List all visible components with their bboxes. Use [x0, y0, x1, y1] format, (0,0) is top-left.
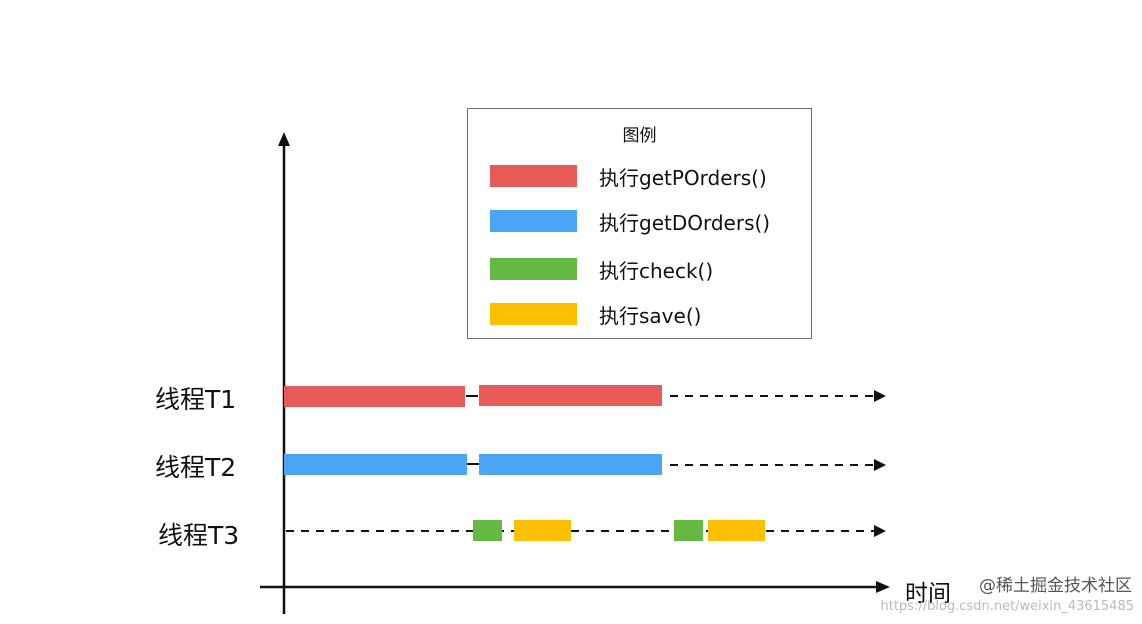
t1-arrowhead — [874, 390, 886, 402]
t2-get-dorders-segment-2 — [479, 454, 662, 475]
t3-arrowhead — [874, 525, 886, 537]
legend-item-save: 执行save() — [490, 303, 701, 328]
t3-save-segment-2 — [708, 520, 765, 541]
legend-swatch-red — [490, 165, 577, 187]
t3-save-segment-1 — [514, 520, 571, 541]
legend-item-get-dorders: 执行getDOrders() — [490, 210, 770, 235]
t1-get-porders-segment-2 — [479, 385, 662, 406]
legend-label-save: 执行save() — [599, 303, 702, 328]
t3-check-segment-2 — [674, 520, 703, 541]
legend-swatch-green — [490, 258, 577, 280]
thread-label-t1: 线程T1 — [155, 385, 237, 414]
t3-check-segment-1 — [473, 520, 502, 541]
legend: 图例 执行getPOrders() 执行getDOrders() 执行check… — [467, 108, 812, 339]
legend-title: 图例 — [622, 126, 657, 146]
legend-item-check: 执行check() — [490, 258, 713, 283]
x-axis-label: 时间 — [905, 581, 951, 607]
watermark-url: https://blog.csdn.net/weixin_43615485 — [880, 599, 1134, 614]
t1-get-porders-segment-1 — [284, 386, 465, 407]
legend-label-get-dorders: 执行getDOrders() — [599, 210, 771, 235]
t2-arrowhead — [874, 459, 886, 471]
legend-label-get-porders: 执行getPOrders() — [599, 165, 767, 190]
thread-label-t3: 线程T3 — [158, 521, 240, 550]
watermark-text: @稀土掘金技术社区 — [979, 576, 1132, 596]
t2-get-dorders-segment-1 — [284, 454, 467, 475]
legend-item-get-porders: 执行getPOrders() — [490, 165, 767, 190]
thread-label-t2: 线程T2 — [155, 453, 237, 482]
y-axis-arrowhead — [278, 132, 290, 146]
x-axis-arrowhead — [876, 581, 890, 593]
legend-label-check: 执行check() — [599, 258, 714, 283]
legend-swatch-yellow — [490, 303, 577, 325]
legend-swatch-blue — [490, 210, 577, 232]
